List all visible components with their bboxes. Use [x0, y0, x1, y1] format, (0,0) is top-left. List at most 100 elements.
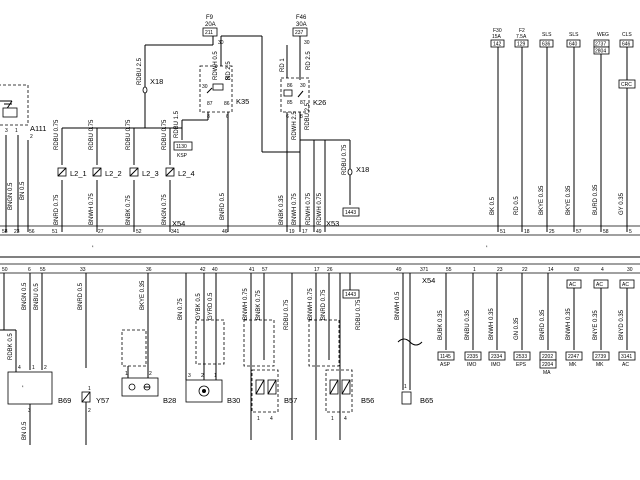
svg-text:1443: 1443: [345, 210, 356, 216]
svg-text:2: 2: [44, 365, 47, 371]
svg-text:1: 1: [88, 386, 91, 392]
svg-text:MA: MA: [543, 370, 551, 376]
svg-text:30: 30: [300, 83, 306, 89]
svg-text:129: 129: [517, 42, 526, 48]
svg-text:36: 36: [146, 267, 152, 273]
svg-text:EPS: EPS: [516, 362, 527, 368]
svg-text:211: 211: [205, 30, 213, 36]
svg-text:L2_3: L2_3: [142, 169, 159, 178]
svg-text:2: 2: [201, 373, 204, 379]
svg-text:ʻ: ʻ: [22, 384, 24, 393]
wire-bnrd-e: BNRD 0.35: [540, 309, 546, 340]
wire-rdwh-d: RDWH 0.75: [317, 192, 323, 225]
svg-text:7.5A: 7.5A: [516, 34, 527, 40]
header-f2: F2 7.5A 129: [514, 28, 529, 48]
wire-bn-c: BN 0.75: [178, 298, 184, 320]
svg-text:KSP: KSP: [177, 153, 188, 159]
svg-text:51: 51: [52, 229, 58, 235]
wire-bnwh-b: BNWH 0.75: [243, 288, 249, 320]
svg-text:B57: B57: [284, 396, 297, 405]
svg-text:55: 55: [446, 267, 452, 273]
svg-text:25: 25: [549, 229, 555, 235]
svg-text:58: 58: [603, 229, 609, 235]
svg-text:6: 6: [28, 267, 31, 273]
svg-text:30: 30: [304, 40, 310, 46]
wire-rdwh-c: RDWH 0.75: [306, 192, 312, 225]
svg-text:18: 18: [524, 229, 530, 235]
ref-eps: 2533 EPS: [513, 351, 531, 368]
header-f30: F30 15A 142: [490, 28, 505, 48]
svg-text:X18: X18: [356, 165, 369, 174]
svg-text:1: 1: [257, 416, 260, 422]
svg-text:3141: 3141: [621, 354, 632, 360]
svg-text:20A: 20A: [205, 22, 216, 28]
wire-bnrd-d: BNRD 0.75: [321, 289, 327, 320]
wire-bnrd-a: BNRD 0.75: [54, 194, 60, 225]
svg-text:86: 86: [287, 83, 293, 89]
svg-text:1: 1: [473, 267, 476, 273]
module-b28: 1 2 B28: [121, 329, 176, 405]
svg-text:19: 19: [289, 229, 295, 235]
svg-text:33: 33: [80, 267, 86, 273]
svg-text:CLS: CLS: [622, 32, 632, 38]
svg-text:62: 62: [574, 267, 580, 273]
ref-ksp: 1130 KSP: [173, 141, 193, 159]
svg-text:F46: F46: [296, 15, 307, 21]
wire-bngn-a: BNGN 0.5: [8, 182, 14, 210]
wire-burd-a: BURD 0.35: [593, 184, 599, 215]
wire-bnbu-a: BNBU 0.5: [34, 283, 40, 310]
injector-l2-4: L2_4: [165, 167, 195, 178]
svg-text:22: 22: [522, 267, 528, 273]
svg-text:WEG: WEG: [597, 32, 609, 38]
wire-bnwh-e: BNWH 0.35: [489, 308, 495, 340]
svg-text:30A: 30A: [296, 22, 307, 28]
ref-mk-2: 2739 MK: [592, 351, 610, 368]
wire-bnrd-b: BNRD 0.5: [220, 192, 226, 220]
svg-text:IMO: IMO: [491, 362, 501, 368]
wire-gn-a: GN 0.35: [514, 317, 520, 340]
connector-x53: X53: [326, 219, 339, 228]
relay-k26: 86 30 85 87 K26 6 8: [280, 77, 326, 120]
wire-bnbk-b: BNBK 0.35: [279, 195, 285, 225]
svg-text:14: 14: [548, 267, 554, 273]
svg-text:SLS: SLS: [542, 32, 552, 38]
svg-text:AC: AC: [569, 282, 576, 288]
wire-bnwh-a: BNWH 0.75: [89, 193, 95, 225]
wire-gybk-a: GYBK 0.5: [196, 293, 202, 320]
svg-text:17: 17: [302, 229, 308, 235]
svg-text:17: 17: [314, 267, 320, 273]
wire-rdbu-f: RDBU 0.75: [126, 119, 132, 150]
module-b30: 3 2 1 B30: [185, 319, 240, 405]
svg-text:1: 1: [125, 371, 128, 377]
header-sls-1: SLS 636: [539, 32, 554, 48]
wire-bngn-b: BNGN 0.75: [162, 194, 168, 225]
module-b57: B57 1 4: [243, 319, 297, 422]
svg-text:237: 237: [295, 30, 304, 36]
wire-bnwh-d: BNWH 0.5: [395, 291, 401, 320]
wire-rdbu-d: RDBU 0.75: [54, 119, 60, 150]
svg-text:2247: 2247: [568, 354, 579, 360]
svg-text:85: 85: [225, 76, 231, 82]
svg-text:51: 51: [500, 229, 506, 235]
svg-text:58: 58: [2, 229, 8, 235]
wire-rd-d: RD 0.5: [514, 196, 520, 215]
svg-text:57: 57: [262, 267, 268, 273]
svg-text:AC: AC: [622, 362, 629, 368]
svg-text:49: 49: [396, 267, 402, 273]
wire-rdbu-e: RDBU 0.75: [89, 119, 95, 150]
svg-text:CRC: CRC: [621, 82, 632, 88]
ref-imo-1: 2335 IMO: [464, 351, 482, 368]
svg-text:B30: B30: [227, 396, 240, 405]
wire-bkye-a: BKYE 0.35: [539, 185, 545, 215]
svg-text:4: 4: [344, 416, 347, 422]
svg-text:K26: K26: [313, 98, 326, 107]
wire-bnbu-b: BNBU 0.35: [465, 309, 471, 340]
connector-x54-a: X54: [172, 219, 185, 228]
wire-bngn-c: BNGN 0.5: [22, 282, 28, 310]
a111-label: A111: [30, 124, 46, 133]
svg-text:K35: K35: [236, 97, 249, 106]
ref-imo-2: 2334 IMO: [488, 351, 506, 368]
svg-text:52: 52: [136, 229, 142, 235]
fuse-f46: F46 30A 237 30: [292, 15, 310, 46]
